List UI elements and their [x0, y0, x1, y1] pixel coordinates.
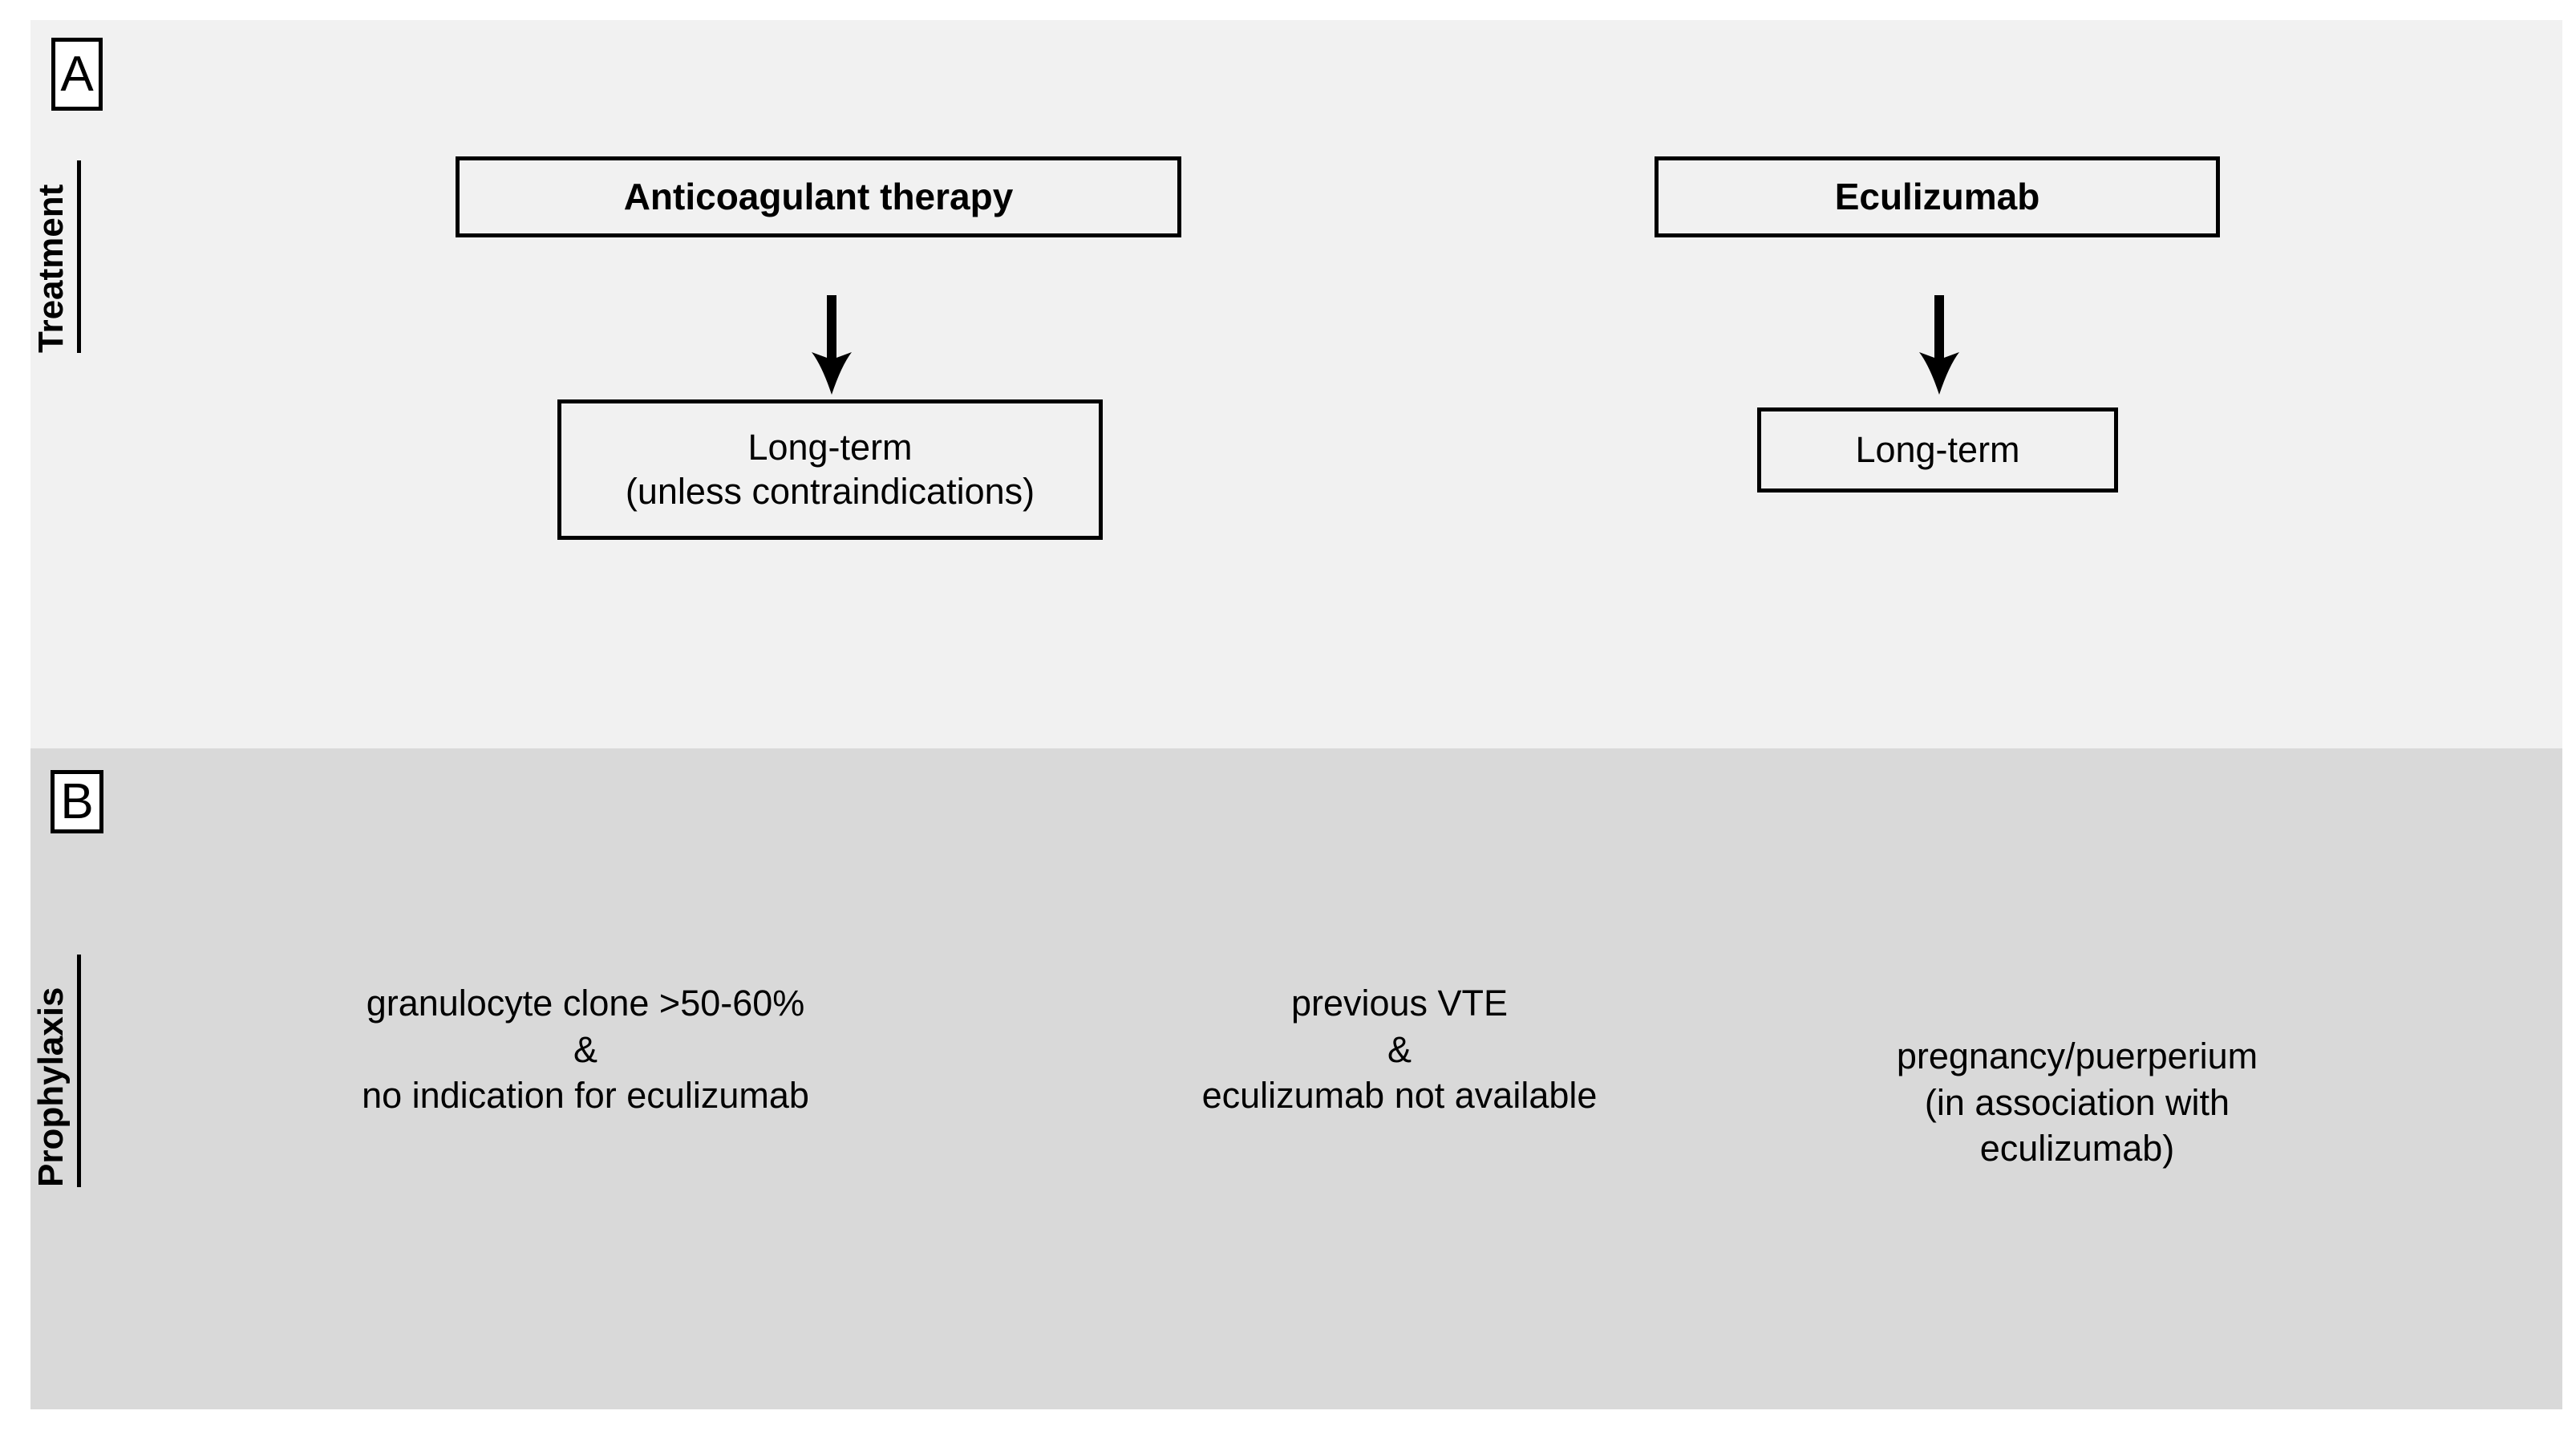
box-long-term-anticoagulant-label: Long-term (unless contraindications): [625, 426, 1035, 512]
panel-b-prophylaxis: [30, 748, 2562, 1409]
panel-a-treatment: [30, 20, 2562, 748]
box-long-term-eculizumab: Long-term: [1757, 407, 2118, 493]
prophylaxis-indication-pregnancy-puerperium: pregnancy/puerperium (in association wit…: [1896, 1036, 2258, 1169]
side-label-prophylaxis: Prophylaxis: [31, 955, 81, 1187]
prophylaxis-indication-previous-vte: previous VTE & eculizumab not available: [1201, 983, 1598, 1117]
arrow-down-eculizumab-icon: [1919, 295, 1959, 395]
panel-badge-b: B: [51, 770, 103, 833]
side-label-treatment: Treatment: [31, 160, 81, 353]
panel-badge-a: A: [51, 38, 103, 111]
box-long-term-anticoagulant: Long-term (unless contraindications): [557, 399, 1103, 540]
box-eculizumab: Eculizumab: [1655, 156, 2220, 237]
arrow-down-anticoagulant-icon: [812, 295, 852, 395]
prophylaxis-indication-granulocyte-clone: granulocyte clone >50-60% & no indicatio…: [362, 983, 809, 1117]
box-anticoagulant-therapy: Anticoagulant therapy: [456, 156, 1181, 237]
